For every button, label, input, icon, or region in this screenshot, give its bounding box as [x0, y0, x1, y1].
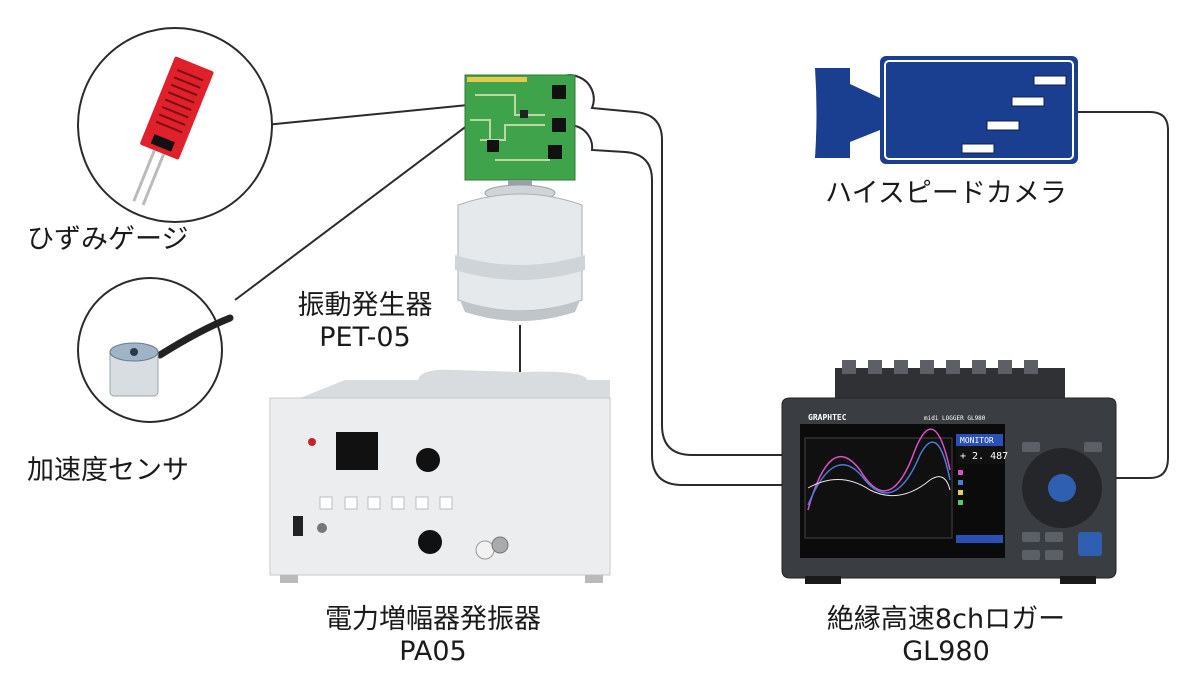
- logger-screen-mode: MONITOR: [960, 436, 994, 445]
- shaker-picture: [455, 180, 585, 321]
- logger-picture: [781, 360, 1117, 584]
- strain-gauge-link: [264, 104, 469, 126]
- circuit-board-picture: [464, 74, 576, 181]
- camera-label: ハイスピードカメラ: [825, 178, 1067, 209]
- amplifier-picture: [269, 369, 611, 583]
- logger-product-name: midi LOGGER GL980: [924, 415, 986, 422]
- strain-gauge-picture: [77, 27, 273, 223]
- amplifier-model: PA05: [399, 636, 467, 667]
- strain-gauge-label: ひずみゲージ: [27, 224, 189, 255]
- shaker-model: PET-05: [319, 322, 411, 353]
- logger-model: GL980: [902, 636, 990, 667]
- camera-icon: [815, 56, 1078, 164]
- amplifier-name: 電力増幅器発振器: [325, 604, 541, 635]
- logger-brand: GRAPHTEC: [808, 413, 847, 422]
- accelerometer-picture: [77, 277, 234, 423]
- camera-cable-to-logger: [1078, 111, 1169, 479]
- accelerometer-link: [234, 124, 469, 301]
- logger-name: 絶縁高速8chロガー: [826, 604, 1066, 635]
- shaker-name: 振動発生器: [297, 290, 433, 321]
- accelerometer-label: 加速度センサ: [27, 455, 189, 486]
- logger-screen-readout: + 2. 487: [960, 451, 1008, 462]
